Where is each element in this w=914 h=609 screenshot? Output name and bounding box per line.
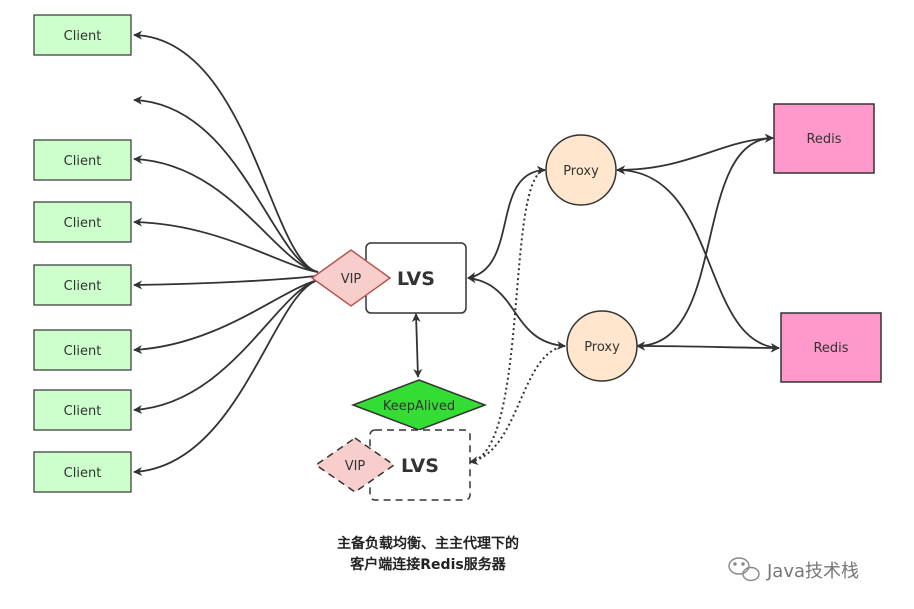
client-node[interactable]: Client [33, 139, 132, 181]
client-node[interactable]: Client [33, 389, 132, 431]
lvs-proxy-edges [467, 165, 566, 350]
edge-to-client-1 [133, 30, 319, 273]
edge-to-client-4 [133, 275, 317, 290]
edge-to-client-7 [133, 279, 319, 477]
proxy-bottom-label: Proxy [584, 340, 620, 355]
client-label: Client [64, 344, 102, 359]
client-label: Client [64, 216, 102, 231]
caption-line-1: 主备负载均衡、主主代理下的 [337, 535, 519, 552]
lvs-primary-node[interactable]: LVS [365, 242, 467, 314]
client-node[interactable]: Client [33, 329, 132, 371]
client-node[interactable]: Client [33, 201, 132, 243]
edge-lvs-keepalived [411, 313, 423, 378]
client-label: Client [64, 404, 102, 419]
watermark-text: Java技术栈 [766, 561, 859, 582]
edge-to-client-6 [133, 279, 319, 414]
redis-top-node[interactable]: Redis [773, 103, 875, 174]
caption-line-2: 客户端连接Redis服务器 [349, 556, 506, 573]
lvs-backup-node[interactable]: LVS [369, 429, 471, 501]
vip-primary-node[interactable]: VIP [310, 249, 392, 307]
keepalived-node[interactable]: KeepAlived [350, 379, 488, 431]
vip-backup-node[interactable]: VIP [314, 437, 396, 493]
edge-to-client-5 [133, 279, 319, 355]
backup-proxy-edges [469, 169, 566, 466]
client-label: Client [64, 154, 102, 169]
edge-backup-lvs-proxy-bottom [469, 345, 566, 463]
vip-primary-label: VIP [341, 272, 362, 287]
vip-backup-label: VIP [345, 459, 366, 474]
edge-proxy-bottom-redis-bottom [636, 341, 780, 353]
proxy-top-node[interactable]: Proxy [545, 134, 617, 206]
edge-lvs-proxy-bottom [467, 274, 566, 350]
client-edges [133, 30, 319, 477]
edge-proxy-bottom-redis-top [636, 133, 774, 351]
proxy-bottom-node[interactable]: Proxy [566, 310, 638, 382]
client-nodes: Client Client Client Client Client Clien… [33, 14, 132, 493]
client-node[interactable]: Client [33, 264, 132, 306]
client-node[interactable]: Client [33, 451, 132, 493]
lvs-backup-label: LVS [401, 455, 439, 477]
client-label: Client [64, 279, 102, 294]
client-label: Client [64, 29, 102, 44]
edge-lvs-proxy-top [467, 165, 546, 281]
client-label: Client [64, 466, 102, 481]
edge-proxy-top-redis-bottom [616, 165, 780, 353]
client-node[interactable]: Client [33, 14, 132, 56]
proxy-redis-edges [616, 133, 780, 353]
edge-to-client-2 [133, 154, 319, 273]
edge-to-empty-slot [133, 95, 319, 273]
redis-bottom-node[interactable]: Redis [780, 312, 882, 383]
redis-bottom-label: Redis [813, 341, 848, 356]
edge-to-client-3 [133, 217, 319, 273]
proxy-top-label: Proxy [563, 164, 599, 179]
edge-backup-lvs-proxy-top [469, 169, 546, 466]
wechat-icon [728, 557, 760, 582]
keepalived-label: KeepAlived [383, 399, 455, 414]
redis-top-label: Redis [806, 132, 841, 147]
lvs-primary-label: LVS [397, 268, 435, 290]
edge-proxy-top-redis-top [616, 133, 774, 175]
